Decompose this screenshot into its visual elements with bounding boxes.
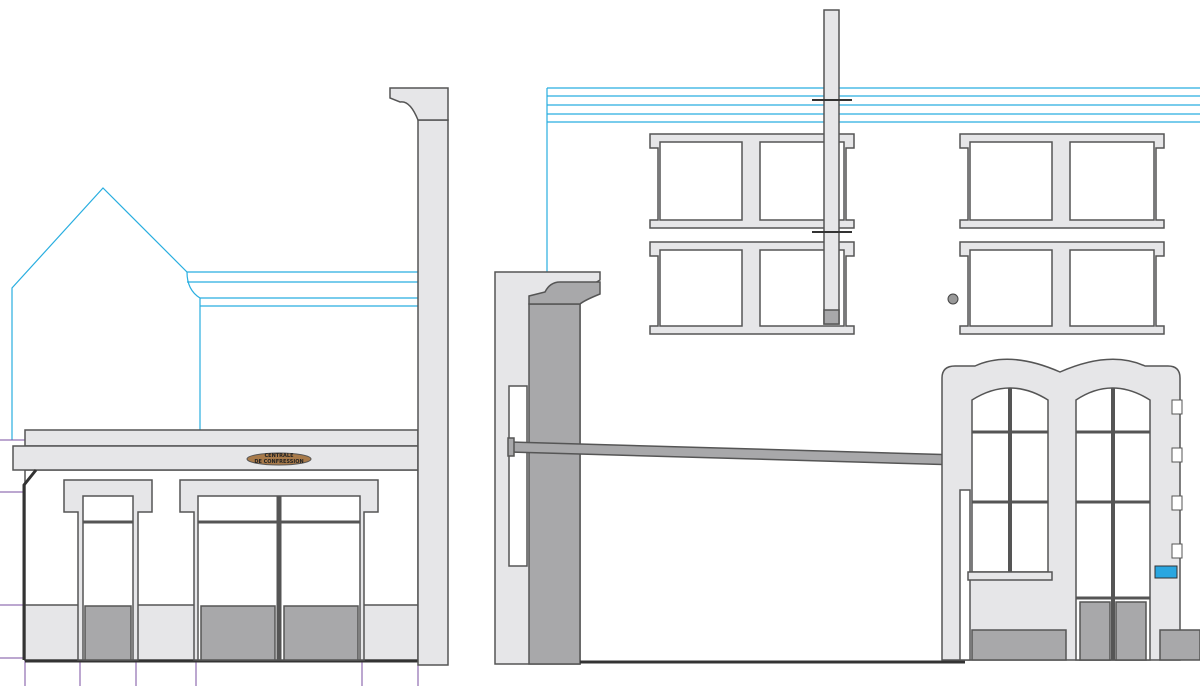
guide-lines-left — [11, 187, 418, 440]
sign-line-1: CENTRALE — [264, 453, 294, 459]
sign-line-2: DE CONFRESSION — [254, 459, 303, 465]
sign-plaque — [246, 452, 312, 466]
blue-panel — [1154, 565, 1178, 579]
grid-lines — [0, 439, 419, 686]
beam — [507, 429, 999, 489]
flue-pipe — [812, 9, 852, 325]
gate-pillar — [494, 271, 965, 665]
guide-lines-right — [546, 87, 1200, 272]
wall-lamp-icon — [947, 293, 959, 305]
upper-windows — [649, 133, 1165, 335]
left-annex: CENTRALE DE CONFRESSION — [12, 87, 449, 666]
double-door — [941, 358, 1200, 661]
